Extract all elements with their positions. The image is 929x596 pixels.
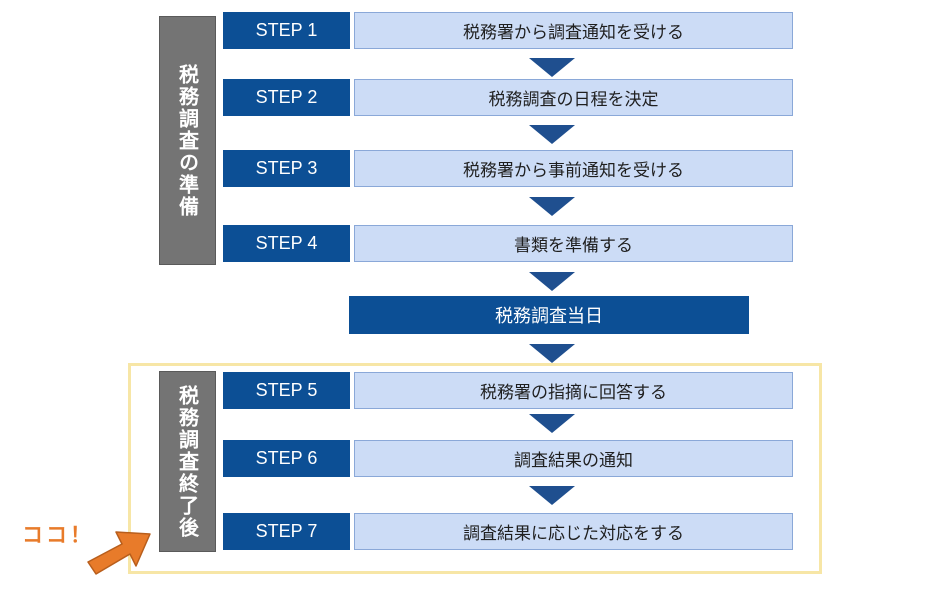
step-6-label: STEP 6: [223, 440, 350, 477]
flow-arrow-6: [529, 414, 575, 433]
preparation-phase-text: 税務調査の準備: [175, 63, 200, 218]
step-7-label: STEP 7: [223, 513, 350, 550]
step-1-description-text: 税務署から調査通知を受ける: [463, 23, 684, 43]
step-7-description-text: 調査結果に応じた対応をする: [463, 524, 684, 544]
step-1-label: STEP 1: [223, 12, 350, 49]
audit-day-box: 税務調査当日: [349, 296, 749, 334]
step-5-description-text: 税務署の指摘に回答する: [480, 383, 667, 403]
flow-arrow-1: [529, 58, 575, 77]
step-6-description: 調査結果の通知: [354, 440, 793, 477]
flow-arrow-3: [529, 197, 575, 216]
step-1-description: 税務署から調査通知を受ける: [354, 12, 793, 49]
step-1-label-text: STEP 1: [255, 20, 318, 40]
step-3-label: STEP 3: [223, 150, 350, 187]
audit-day-text: 税務調査当日: [495, 306, 603, 327]
step-2-label: STEP 2: [223, 79, 350, 116]
step-4-description: 書類を準備する: [354, 225, 793, 262]
step-5-description: 税務署の指摘に回答する: [354, 372, 793, 409]
step-4-description-text: 書類を準備する: [514, 236, 633, 256]
step-4-label-text: STEP 4: [255, 233, 318, 253]
flow-arrow-2: [529, 125, 575, 144]
step-2-label-text: STEP 2: [255, 87, 318, 107]
step-4-label: STEP 4: [223, 225, 350, 262]
step-6-description-text: 調査結果の通知: [514, 451, 633, 471]
preparation-phase-label: 税務調査の準備: [159, 16, 216, 265]
post-audit-highlight-frame: [128, 363, 822, 574]
step-7-label-text: STEP 7: [255, 521, 318, 541]
step-3-description-text: 税務署から事前通知を受ける: [463, 161, 684, 181]
step-7-description: 調査結果に応じた対応をする: [354, 513, 793, 550]
flow-arrow-4: [529, 272, 575, 291]
step-5-label: STEP 5: [223, 372, 350, 409]
step-5-label-text: STEP 5: [255, 380, 318, 400]
step-3-label-text: STEP 3: [255, 158, 318, 178]
post-audit-phase-label: 税務調査終了後: [159, 371, 216, 552]
step-6-label-text: STEP 6: [255, 448, 318, 468]
flow-arrow-5: [529, 344, 575, 363]
flow-arrow-7: [529, 486, 575, 505]
step-2-description-text: 税務調査の日程を決定: [488, 90, 659, 110]
post-audit-phase-text: 税務調査終了後: [175, 384, 200, 539]
koko-callout-text: ココ！: [22, 523, 94, 547]
step-3-description: 税務署から事前通知を受ける: [354, 150, 793, 187]
pointer-arrow-icon: [87, 531, 151, 575]
step-2-description: 税務調査の日程を決定: [354, 79, 793, 116]
